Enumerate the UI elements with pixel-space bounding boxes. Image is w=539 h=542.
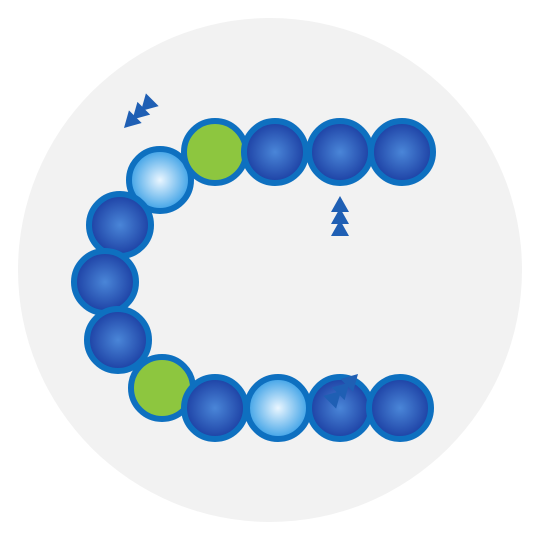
bead-dark bbox=[366, 374, 434, 442]
arrowhead-icon bbox=[331, 208, 349, 224]
bead-dark bbox=[181, 374, 249, 442]
bead-dark bbox=[241, 118, 309, 186]
arrow-marker-bottom-right bbox=[323, 374, 358, 409]
bead-dark bbox=[86, 191, 154, 259]
bead-green bbox=[181, 118, 249, 186]
arrowhead-icon bbox=[323, 390, 342, 409]
bead-dark bbox=[368, 118, 436, 186]
arrow-marker-top-right bbox=[331, 196, 349, 236]
arrowhead-icon bbox=[140, 93, 159, 112]
bead-dark bbox=[71, 248, 139, 316]
bead-light bbox=[126, 146, 194, 214]
arrow-marker-top-left bbox=[124, 93, 159, 128]
arrowhead-icon bbox=[331, 220, 349, 236]
bead-light bbox=[244, 374, 312, 442]
bead-dark bbox=[84, 306, 152, 374]
bead-dark bbox=[306, 118, 374, 186]
arrowhead-icon bbox=[331, 196, 349, 212]
bead-chain bbox=[71, 118, 436, 442]
